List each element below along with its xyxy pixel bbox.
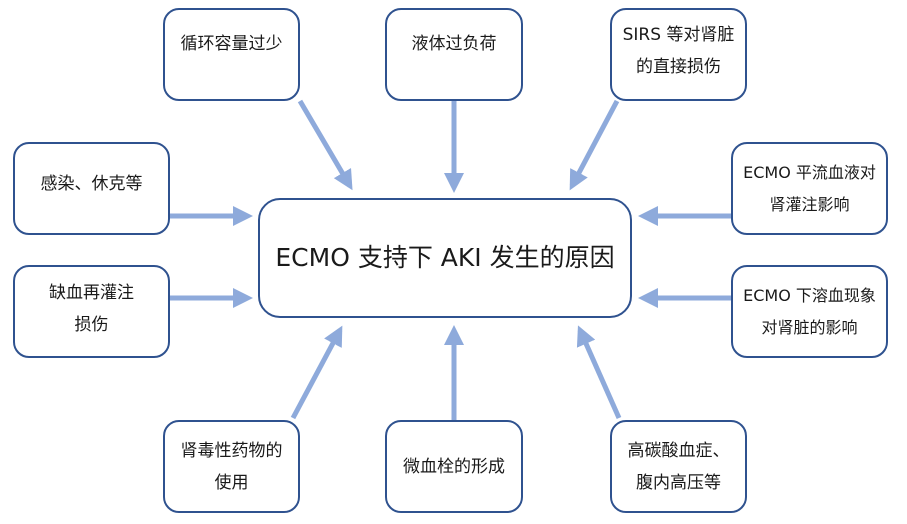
arrow-top-right (569, 99, 620, 191)
cause-node-mid-right-lower: ECMO 下溶血现象 对肾脏的影响 (731, 265, 888, 358)
central-title: ECMO 支持下 AKI 发生的原因 (275, 243, 615, 272)
cause-label: 高碳酸血症、 腹内高压等 (627, 440, 730, 493)
cause-node-bottom-center: 微血栓的形成 (385, 420, 523, 513)
cause-node-bottom-right: 高碳酸血症、 腹内高压等 (610, 420, 747, 513)
cause-label: ECMO 下溶血现象 对肾脏的影响 (743, 285, 876, 337)
cause-label: 液体过负荷 (411, 33, 497, 54)
arrow-top-left (297, 99, 353, 191)
cause-label: 肾毒性药物的 使用 (180, 440, 283, 493)
cause-node-mid-right-upper: ECMO 平流血液对 肾灌注影响 (731, 142, 888, 235)
central-node: ECMO 支持下 AKI 发生的原因 (258, 198, 632, 318)
cause-label: 循环容量过少 (180, 33, 283, 54)
cause-node-mid-left-upper: 感染、休克等 (13, 142, 170, 235)
cause-node-top-right: SIRS 等对肾脏 的直接损伤 (610, 8, 747, 101)
cause-node-top-left: 循环容量过少 (163, 8, 300, 101)
cause-label: 微血栓的形成 (403, 456, 505, 477)
cause-label: SIRS 等对肾脏 的直接损伤 (622, 24, 735, 77)
cause-node-top-center: 液体过负荷 (385, 8, 523, 101)
cause-node-mid-left-lower: 缺血再灌注 损伤 (13, 265, 170, 358)
arrow-bottom-right (576, 325, 622, 420)
cause-node-bottom-left: 肾毒性药物的 使用 (163, 420, 300, 513)
cause-label: ECMO 平流血液对 肾灌注影响 (743, 162, 876, 214)
arrow-bottom-left (290, 325, 343, 420)
cause-label: 缺血再灌注 损伤 (49, 282, 134, 335)
cause-label: 感染、休克等 (40, 173, 143, 194)
